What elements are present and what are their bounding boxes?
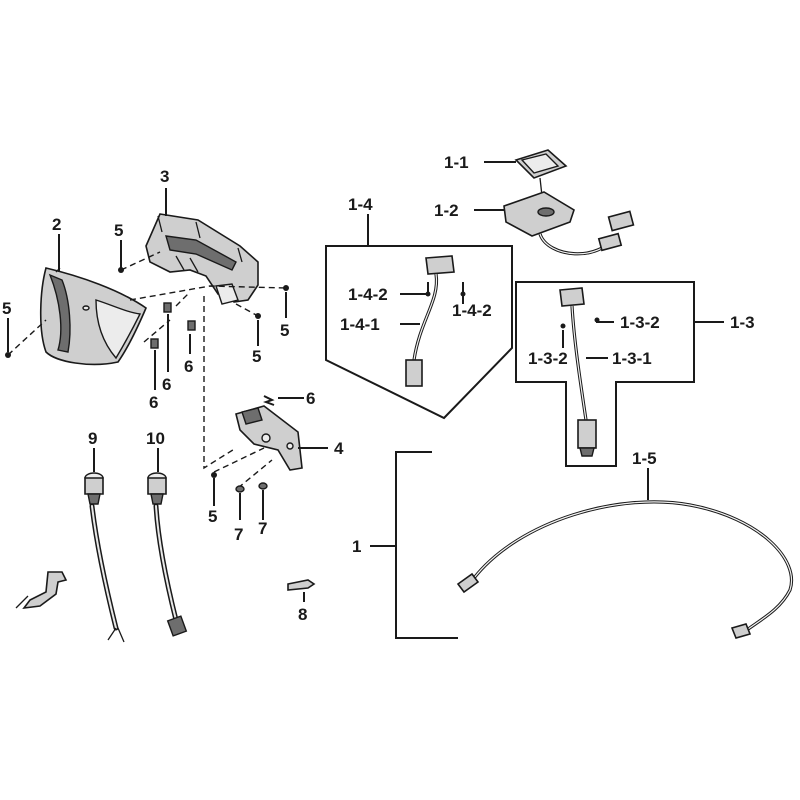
label-6: 6 [306,389,315,408]
label-6: 6 [184,357,193,376]
part-3-cowl-bracket [145,213,259,305]
label-1-4: 1-4 [348,195,373,214]
box-1-3 [515,281,695,467]
label-5: 5 [208,507,217,526]
label-4: 4 [334,439,344,458]
label-5: 5 [114,221,123,240]
part-2-windscreen [39,267,147,366]
label-1-3-2: 1-3-2 [528,349,568,368]
label-5: 5 [2,299,11,318]
label-10: 10 [146,429,165,448]
label-2: 2 [52,215,61,234]
part-1-5-meter-cable [456,500,794,639]
part-4-bracket [235,405,303,471]
label-3: 3 [160,167,169,186]
part-10-indicator-lamp [147,472,188,637]
assembly-dash-lines [7,251,287,489]
label-1-2: 1-2 [434,201,459,220]
label-1-3-1: 1-3-1 [612,349,652,368]
label-1-5: 1-5 [632,449,657,468]
part-1-2-meter-housing [503,177,635,256]
label-1-3-2: 1-3-2 [620,313,660,332]
label-6: 6 [162,375,171,394]
label-1-4-1: 1-4-1 [340,315,380,334]
part-1-1-lens [514,149,568,179]
bolts-7 [235,482,268,493]
assembly-1-bracket [395,451,458,639]
small-bracket [15,571,68,610]
label-1-1: 1-1 [444,153,469,172]
part-9-indicator-lamp [84,472,125,643]
label-6: 6 [149,393,158,412]
label-7: 7 [258,519,267,538]
label-1-4-2: 1-4-2 [348,285,388,304]
label-1: 1 [352,537,361,556]
label-1-3: 1-3 [730,313,755,332]
label-1-4-2: 1-4-2 [452,301,492,320]
clips-6 [150,302,275,406]
label-7: 7 [234,525,243,544]
label-5: 5 [252,347,261,366]
leader-lines [7,161,724,602]
callout-labels: 2 3 4 5 5 5 5 5 6 6 6 6 7 7 8 9 10 1 1-1… [2,153,755,624]
part-8-pin [287,579,316,591]
label-8: 8 [298,605,307,624]
label-9: 9 [88,429,97,448]
label-5: 5 [280,321,289,340]
box-1-4 [325,245,513,420]
